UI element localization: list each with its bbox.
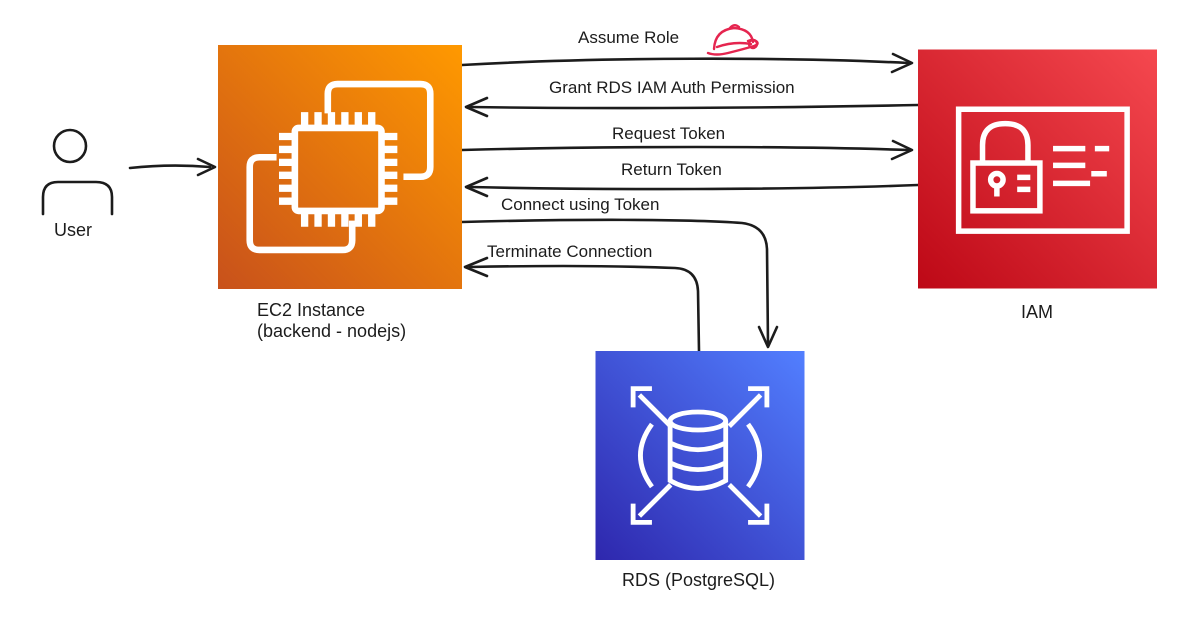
ec2-label: EC2 Instance (backend - nodejs) (257, 300, 406, 342)
edge-label-connect-using-token: Connect using Token (501, 195, 660, 214)
ec2-label-line2: (backend - nodejs) (257, 321, 407, 341)
arrow-request-token (460, 139, 914, 161)
arrow-return-token (464, 176, 920, 198)
rds-label: RDS (PostgreSQL) (622, 570, 776, 590)
iam-node (918, 47, 1157, 291)
ec2-node (218, 45, 462, 289)
iam-icon (918, 49, 1157, 289)
edge-label-grant-permission: Grant RDS IAM Auth Permission (549, 78, 795, 97)
arrow-grant-permission (464, 96, 920, 118)
rds-icon (595, 351, 805, 560)
user-label: User (54, 220, 93, 240)
ec2-label-line1: EC2 Instance (257, 300, 366, 320)
rds-node (594, 351, 806, 560)
role-hat-icon (706, 24, 759, 56)
edge-label-terminate-connection: Terminate Connection (487, 242, 653, 261)
edge-label-return-token: Return Token (621, 160, 722, 179)
ec2-icon (218, 45, 462, 289)
arrow-terminate-connection (463, 256, 701, 353)
arrow-user-to-ec2 (128, 157, 217, 177)
user-icon (41, 128, 114, 216)
iam-label: IAM (1021, 302, 1054, 322)
edge-label-assume-role: Assume Role (578, 28, 680, 47)
arrow-assume-role (460, 52, 914, 74)
arrow-connect-using-token (460, 218, 779, 349)
edge-label-request-token: Request Token (612, 124, 726, 143)
